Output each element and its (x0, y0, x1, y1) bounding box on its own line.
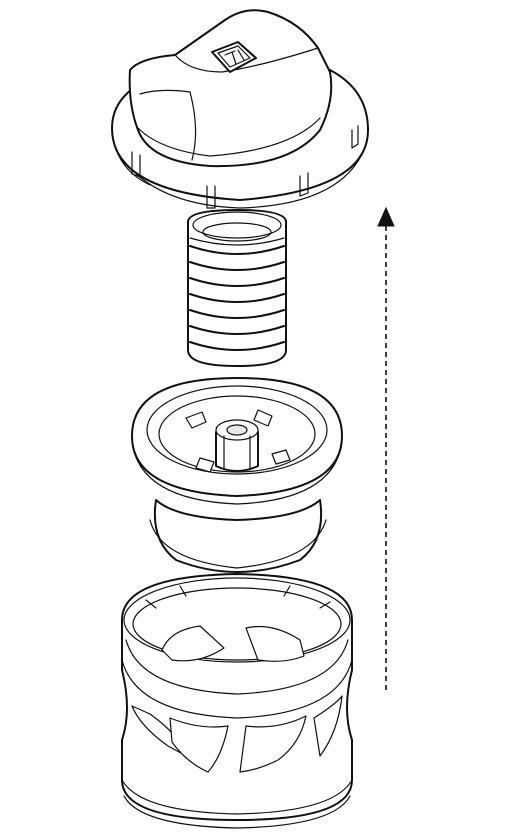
valve-part (131, 377, 343, 505)
cap-flange-notches (131, 125, 359, 209)
assembly-direction-arrow-icon (377, 206, 395, 690)
housing-windows (131, 695, 343, 773)
logo-badge-icon (211, 41, 257, 73)
spring-part (187, 209, 287, 367)
housing-part (121, 573, 353, 829)
seal-part (149, 499, 327, 573)
cap-part (111, 9, 369, 209)
